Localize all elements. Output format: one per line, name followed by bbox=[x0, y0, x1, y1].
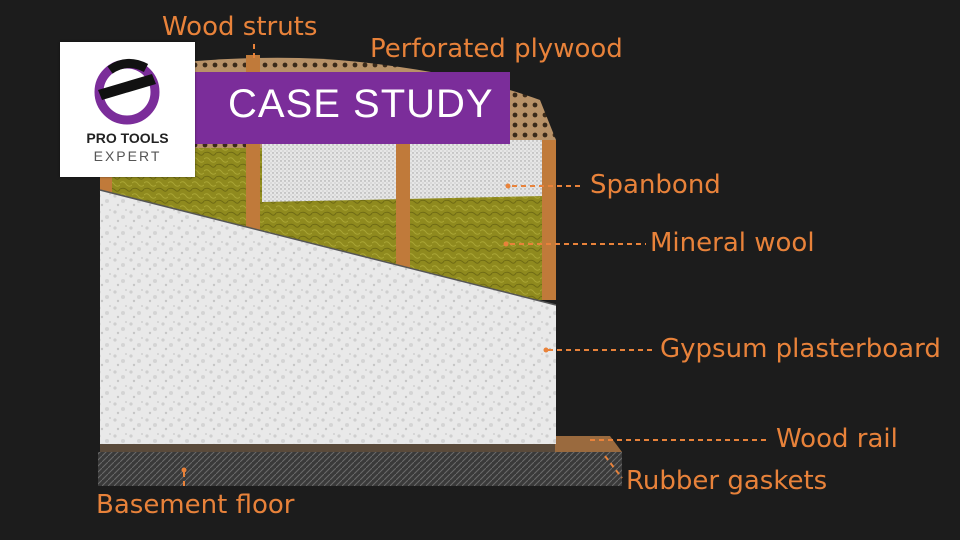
label-spanbond: Spanbond bbox=[590, 170, 721, 200]
logo-text-line1: PRO TOOLS bbox=[86, 130, 169, 146]
wood-strut bbox=[396, 140, 410, 300]
logo-text-line2: EXPERT bbox=[93, 148, 162, 164]
case-study-banner bbox=[190, 72, 510, 144]
label-perforated-plywood: Perforated plywood bbox=[370, 34, 623, 64]
wood-rail bbox=[555, 436, 622, 452]
label-wood-rail: Wood rail bbox=[776, 424, 898, 454]
pro-tools-expert-logo: PRO TOOLS EXPERT bbox=[60, 42, 195, 177]
wood-strut bbox=[542, 140, 556, 300]
label-mineral-wool: Mineral wool bbox=[650, 228, 815, 258]
gypsum-plasterboard bbox=[100, 190, 556, 444]
leader-rubber-gaskets bbox=[604, 455, 623, 479]
label-gypsum-plasterboard: Gypsum plasterboard bbox=[660, 334, 941, 364]
case-study-title: CASE STUDY bbox=[228, 82, 494, 126]
logo-e-mark-icon bbox=[94, 59, 160, 125]
rubber-gasket bbox=[100, 444, 605, 452]
label-rubber-gaskets: Rubber gaskets bbox=[626, 466, 828, 496]
label-basement-floor: Basement floor bbox=[96, 490, 295, 520]
basement-floor bbox=[98, 452, 622, 486]
label-wood-struts: Wood struts bbox=[162, 12, 318, 42]
